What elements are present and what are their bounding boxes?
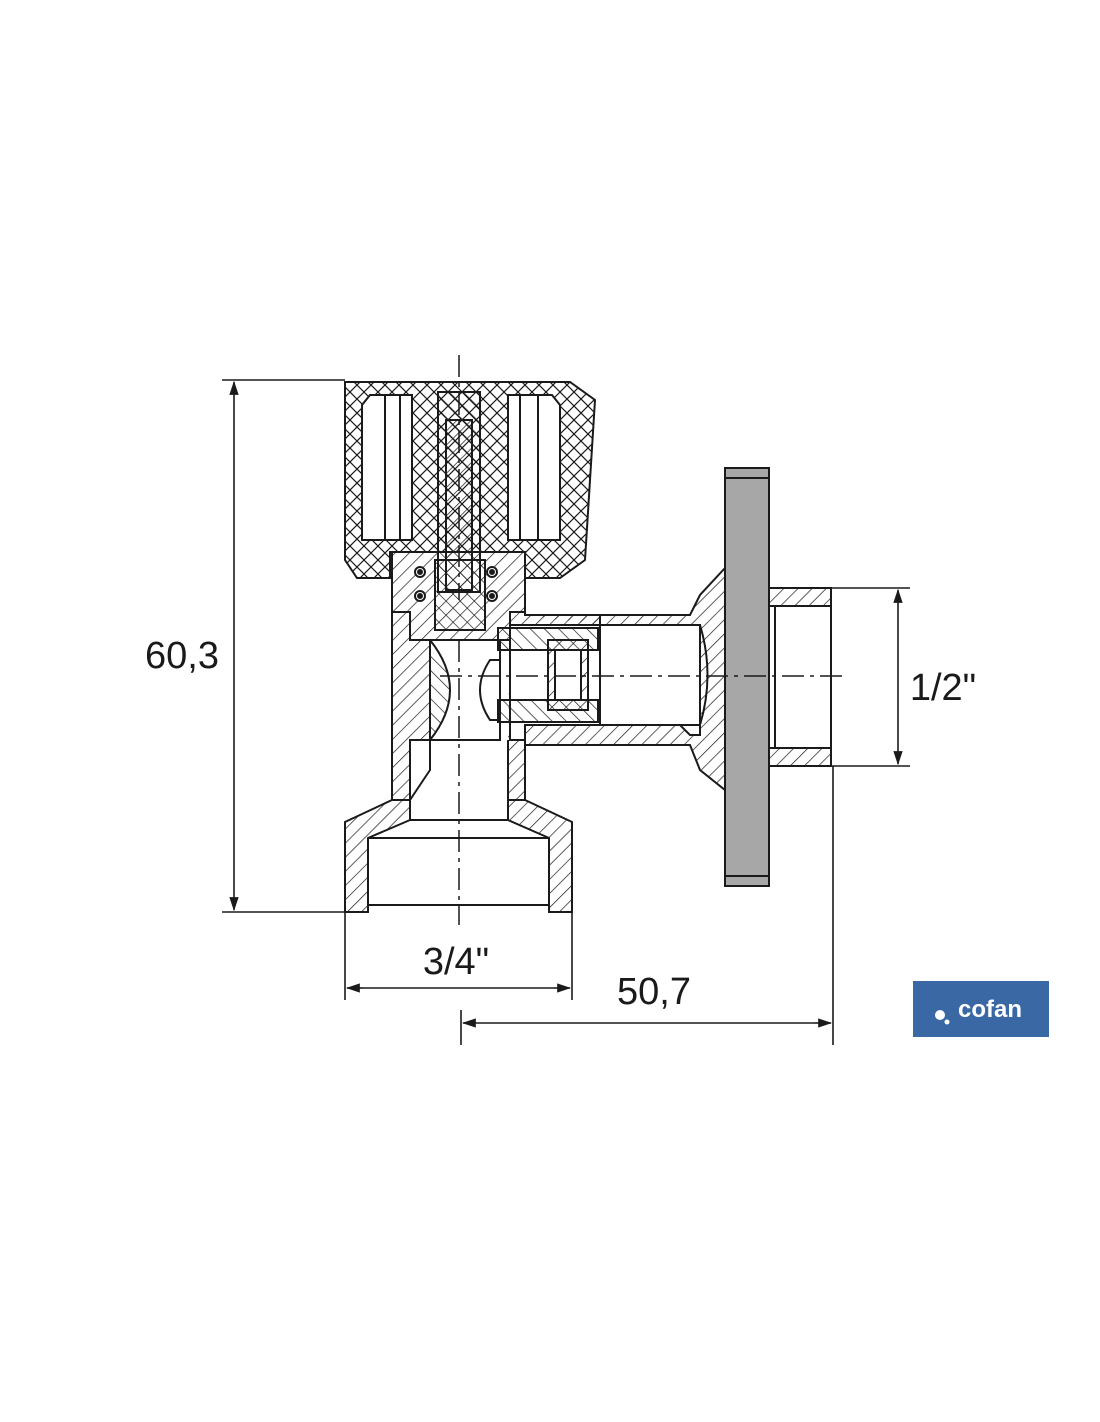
cofan-logo: cofan xyxy=(913,981,1049,1037)
valve-body xyxy=(344,355,848,925)
outlet-thread xyxy=(768,587,832,767)
logo-text: cofan xyxy=(958,996,1022,1023)
dim-depth-label: 50,7 xyxy=(617,971,691,1013)
logo-dot-icon xyxy=(935,1010,945,1020)
dim-outlet-label: 1/2" xyxy=(910,667,976,709)
dim-inlet-label: 3/4" xyxy=(423,941,489,983)
flange xyxy=(724,467,770,887)
dim-height-label: 60,3 xyxy=(145,635,219,677)
dimension-lines xyxy=(222,379,910,1045)
